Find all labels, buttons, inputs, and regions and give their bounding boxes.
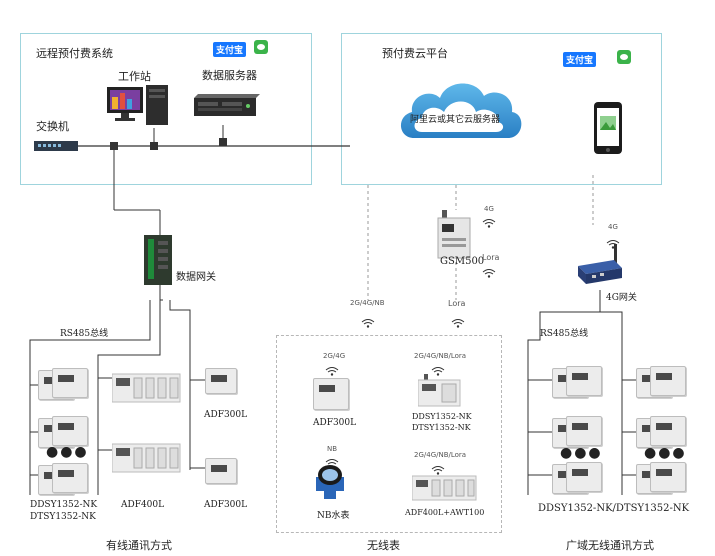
remote-prepay-title: 远程预付费系统 [36, 47, 113, 60]
wan-meter [566, 416, 602, 446]
ddsy-meter [52, 368, 88, 398]
data-gateway-label: 数据网关 [176, 272, 216, 283]
cloud-platform-title: 预付费云平台 [382, 47, 448, 60]
wifi-icon [325, 361, 339, 380]
data-server-label: 数据服务器 [202, 69, 257, 82]
gsm500-icon [436, 210, 472, 266]
wifi-icon [606, 234, 620, 253]
cloud-icon [396, 72, 526, 154]
link-label-right: Lora [448, 299, 466, 308]
wired-meter-label-1: DDSY1352-NK [30, 500, 98, 510]
water-meter-label: NB水表 [317, 511, 350, 521]
wan-bus-label: RS485总线 [540, 329, 589, 339]
wan-section-title: 广域无线通讯方式 [566, 539, 654, 552]
adf400-awt100-module [411, 472, 478, 506]
wechat-icon [254, 40, 268, 54]
wan-meter [566, 462, 602, 492]
wan-meter [650, 416, 686, 446]
wifi-icon [431, 460, 445, 479]
server-icon [190, 92, 260, 124]
wifi-icon [361, 313, 375, 332]
wired-meter-label-2: DTSY1352-NK [30, 512, 96, 522]
ddsy-wireless-meter [417, 374, 462, 412]
ddsy-meter [52, 463, 88, 493]
ddsy-meter [52, 416, 88, 446]
gsm-lora-tag: Lora [482, 253, 500, 262]
wireless-tag-1: 2G/4G [323, 352, 346, 360]
wireless-dtsy-label: DTSY1352-NK [412, 423, 471, 432]
wan-meter [650, 462, 686, 492]
switch-icon [34, 138, 80, 157]
adf400-awt100-label: ADF400L+AWT100 [405, 508, 485, 517]
adf400-label: ADF400L [121, 500, 165, 510]
gw4g-4g-tag: 4G [608, 223, 618, 231]
wireless-ddsy-label: DDSY1352-NK [412, 412, 472, 421]
gateway-4g-label: 4G网关 [606, 293, 637, 303]
gateway-4g-icon [574, 244, 626, 294]
adf300-wireless-meter [313, 378, 349, 410]
ellipsis: ●●● [644, 445, 687, 461]
wireless-tag-2: 2G/4G/NB/Lora [414, 352, 467, 360]
wifi-icon [482, 263, 496, 282]
wired-bus-label: RS485总线 [60, 329, 109, 339]
switch-label: 交换机 [36, 120, 69, 133]
wired-section-title: 有线通讯方式 [106, 539, 172, 552]
adf300-meter [205, 368, 237, 394]
gsm500-label: GSM500 [440, 256, 485, 267]
wifi-icon [451, 313, 465, 332]
wifi-icon [482, 213, 496, 232]
wifi-icon [431, 361, 445, 380]
ellipsis: ●●● [560, 445, 603, 461]
workstation-icon [105, 85, 168, 125]
adf400-module [111, 440, 182, 480]
cloud-server-label: 阿里云或其它云服务器 [410, 115, 501, 125]
wan-meter [650, 366, 686, 396]
workstation-label: 工作站 [118, 70, 151, 83]
ellipsis: ●●● [46, 444, 89, 460]
link-label-left: 2G/4G/NB [350, 299, 385, 307]
adf300-label-top: ADF300L [204, 410, 248, 420]
wireless-tag-3: NB [327, 445, 338, 453]
adf400-module [111, 370, 182, 410]
water-meter-icon [314, 463, 346, 505]
adf300-meter [205, 458, 237, 484]
data-gateway-icon [142, 233, 176, 291]
wan-meter [566, 366, 602, 396]
phone-icon [594, 102, 622, 158]
wireless-section-title: 无线表 [367, 539, 400, 552]
wechat-icon-cloud [617, 50, 631, 64]
wireless-adf300-label: ADF300L [313, 418, 357, 428]
adf300-label-bottom: ADF300L [204, 500, 248, 510]
alipay-logo-cloud: 支付宝 [563, 52, 597, 67]
wireless-tag-4: 2G/4G/NB/Lora [414, 451, 467, 459]
gsm-4g-tag: 4G [484, 205, 494, 213]
wan-meters-label: DDSY1352-NK/DTSY1352-NK [538, 503, 690, 514]
alipay-logo: 支付宝 [213, 42, 247, 57]
